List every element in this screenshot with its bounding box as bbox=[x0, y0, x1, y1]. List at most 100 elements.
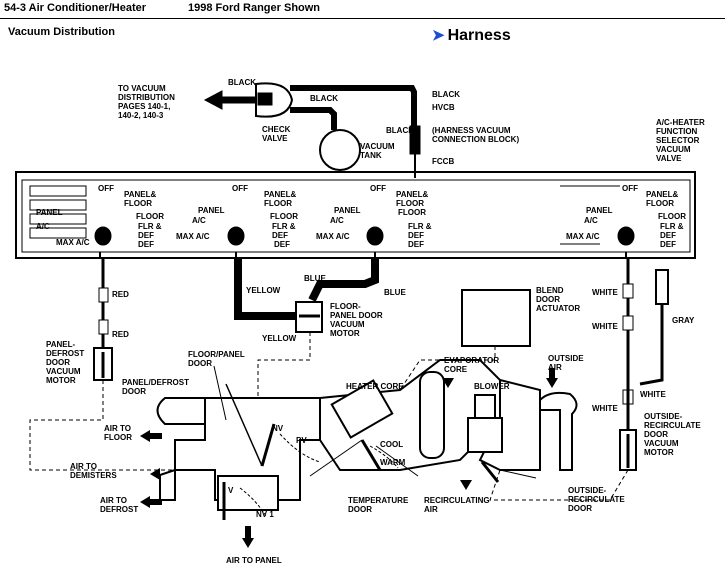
heater-core bbox=[330, 379, 394, 439]
blue-label-2: BLUE bbox=[384, 288, 406, 297]
yellow-label-2: YELLOW bbox=[262, 334, 297, 343]
sec2-maxac: MAX A/C bbox=[176, 232, 210, 241]
arrow-right-circle-icon: ➤ bbox=[432, 27, 445, 44]
port bbox=[617, 226, 635, 246]
white-label-2: WHITE bbox=[592, 322, 618, 331]
sec1-ac: A/C bbox=[36, 222, 50, 231]
panel-defrost-door-label: PANEL/DEFROST DOOR bbox=[122, 378, 189, 396]
fccb-label: FCCB bbox=[432, 157, 455, 166]
air-to-defrost-label: AIR TO DEFROST bbox=[100, 496, 139, 514]
black-hose-top bbox=[290, 85, 417, 140]
sec3-def: DEF bbox=[408, 240, 424, 249]
gray-label: GRAY bbox=[672, 316, 695, 325]
blue-hose bbox=[308, 258, 379, 302]
yellow-hose bbox=[234, 258, 300, 320]
harness-link-label: Harness bbox=[447, 27, 511, 44]
black-label-4: BLACK bbox=[386, 126, 414, 135]
selector-valve-label: A/C-HEATER FUNCTION SELECTOR VACUUM VALV… bbox=[656, 118, 705, 163]
red-label-2: RED bbox=[112, 330, 129, 339]
sec2-panel: PANEL bbox=[198, 206, 225, 215]
page-subtitle: Vacuum Distribution bbox=[8, 26, 115, 38]
selector-valve-panel bbox=[15, 171, 696, 259]
sec3-maxac: MAX A/C bbox=[316, 232, 350, 241]
blower bbox=[474, 394, 496, 420]
harness-link[interactable]: ➤Harness bbox=[432, 26, 511, 45]
check-valve-label: CHECK VALVE bbox=[262, 125, 291, 143]
sec2-def: DEF bbox=[274, 240, 290, 249]
page-header: 54-3 Air Conditioner/Heater 1998 Ford Ra… bbox=[0, 0, 725, 19]
vacuum-source bbox=[203, 82, 421, 178]
vehicle-title: 1998 Ford Ranger Shown bbox=[188, 2, 321, 14]
port bbox=[366, 226, 384, 246]
evaporator-core bbox=[419, 371, 445, 459]
floor-panel-door bbox=[260, 423, 276, 467]
sec1-panel: PANEL bbox=[36, 208, 63, 217]
yellow-label-1: YELLOW bbox=[246, 286, 281, 295]
check-valve bbox=[255, 82, 294, 118]
black-label-1: BLACK bbox=[228, 78, 256, 87]
port bbox=[227, 226, 245, 246]
air-to-demisters-label: AIR TO DEMISTERS bbox=[70, 462, 117, 480]
sec1-flr-def: FLR & DEF bbox=[138, 222, 162, 240]
recirculating-air-label: RECIRCULATING AIR bbox=[424, 496, 490, 514]
sec4-def: DEF bbox=[660, 240, 676, 249]
hvcb-label: HVCB bbox=[432, 103, 455, 112]
blower-label: BLOWER bbox=[474, 382, 510, 391]
sec4-floor: FLOOR bbox=[658, 212, 686, 221]
flow-arrows bbox=[140, 368, 558, 548]
recirculate-door bbox=[480, 461, 500, 483]
v-label: V bbox=[228, 486, 234, 495]
sec3-panel: PANEL bbox=[334, 206, 361, 215]
sec2-off: OFF bbox=[232, 184, 248, 193]
floor-panel-motor-label: FLOOR- PANEL DOOR VACUUM MOTOR bbox=[330, 302, 383, 338]
pv-label: PV bbox=[296, 436, 307, 445]
to-vacuum-distribution-label: TO VACUUM DISTRIBUTION PAGES 140-1, 140-… bbox=[118, 84, 175, 120]
black-hose-tank bbox=[290, 107, 337, 130]
sec1-off: OFF bbox=[98, 184, 114, 193]
selector-outline bbox=[15, 171, 696, 259]
air-to-panel-label: AIR TO PANEL bbox=[226, 556, 282, 565]
temperature-door-label: TEMPERATURE DOOR bbox=[348, 496, 409, 514]
sec4-ac: A/C bbox=[584, 216, 598, 225]
evaporator-core-label: EVAPORATOR CORE bbox=[444, 356, 500, 374]
sec1-def: DEF bbox=[138, 240, 154, 249]
blend-door-actuator bbox=[461, 289, 531, 347]
red-label-1: RED bbox=[112, 290, 129, 299]
blend-door-actuator-label: BLEND DOOR ACTUATOR bbox=[536, 286, 581, 313]
sec2-flr-def: FLR & DEF bbox=[272, 222, 296, 240]
temperature-door bbox=[360, 439, 382, 471]
sec4-panel-floor: PANEL& FLOOR bbox=[646, 190, 679, 208]
sec2-ac: A/C bbox=[192, 216, 206, 225]
sec3-ac: A/C bbox=[330, 216, 344, 225]
nv-label: NV bbox=[272, 424, 284, 433]
sec4-flr-def: FLR & DEF bbox=[660, 222, 684, 240]
floor-panel-door-label: FLOOR/PANEL DOOR bbox=[188, 350, 245, 368]
black-label-2: BLACK bbox=[310, 94, 338, 103]
gray-hose bbox=[639, 300, 664, 386]
white-label-4: WHITE bbox=[592, 404, 618, 413]
white-label-3: WHITE bbox=[640, 390, 666, 399]
sec4-off: OFF bbox=[622, 184, 638, 193]
to-distribution-arrow bbox=[203, 90, 257, 110]
sec3-floor: FLOOR bbox=[398, 208, 426, 217]
air-to-floor-label: AIR TO FLOOR bbox=[104, 424, 132, 442]
sec3-flr-def: FLR & DEF bbox=[408, 222, 432, 240]
port bbox=[94, 226, 112, 246]
vacuum-tank bbox=[319, 129, 361, 171]
outside-recirculate-motor-label: OUTSIDE- RECIRCULATE DOOR VACUUM MOTOR bbox=[644, 412, 701, 457]
sec4-panel: PANEL bbox=[586, 206, 613, 215]
outside-air-label: OUTSIDE AIR bbox=[548, 354, 584, 372]
sec3-off: OFF bbox=[370, 184, 386, 193]
hoses bbox=[98, 258, 669, 430]
vacuum-tank-label: VACUUM TANK bbox=[360, 142, 395, 160]
sec1-maxac: MAX A/C bbox=[56, 238, 90, 247]
nv1-label: NV 1 bbox=[256, 510, 274, 519]
warm-label: WARM bbox=[380, 458, 406, 467]
panel-defrost-motor-label: PANEL- DEFROST DOOR VACUUM MOTOR bbox=[46, 340, 85, 385]
cool-label: COOL bbox=[380, 440, 404, 449]
sec2-floor: FLOOR bbox=[270, 212, 298, 221]
white-label-1: WHITE bbox=[592, 288, 618, 297]
outside-recirculate-door-label: OUTSIDE- RECIRCULATE DOOR bbox=[568, 486, 625, 513]
section-title: 54-3 Air Conditioner/Heater bbox=[4, 2, 147, 14]
